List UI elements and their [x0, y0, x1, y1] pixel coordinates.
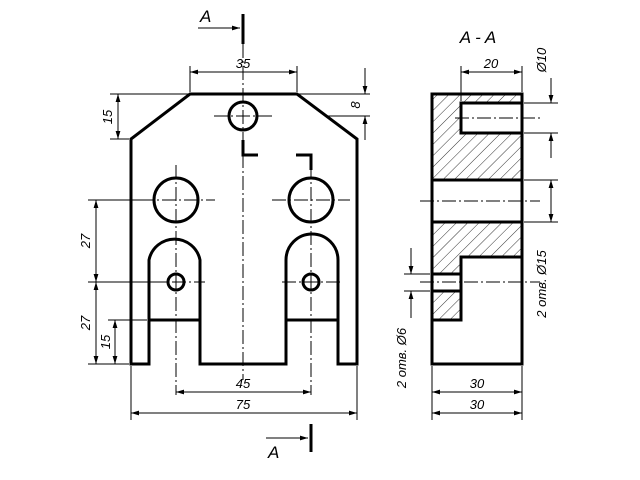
- dim-counterbore-diameter: Ø10: [534, 47, 549, 73]
- dim-width-outer: 30: [470, 397, 485, 412]
- section-cut-stroke-left: [241, 140, 258, 157]
- dim-small-hole-note: 2 отв. Ø6: [394, 327, 409, 389]
- section-bottom-letter: A: [267, 443, 279, 462]
- section-top-letter: A: [199, 7, 211, 26]
- dim-top-width: 35: [236, 56, 251, 71]
- dim-lug-spacing: 27: [78, 315, 93, 331]
- hatch-top: [432, 94, 522, 180]
- dim-chamfer-depth: 8: [348, 101, 363, 109]
- front-view: A A 35 15 8 27 27 15 45: [78, 7, 370, 462]
- front-outline: [129, 92, 359, 366]
- section-title: A - A: [459, 28, 497, 47]
- dim-slot-height: 15: [98, 334, 113, 349]
- section-view: A - A 20 Ø10 2 отв. Ø15: [394, 28, 558, 420]
- right-small-hole: [301, 272, 321, 292]
- hatch-bottom-lug: [432, 291, 461, 320]
- dim-counterbore-depth: 20: [483, 56, 499, 71]
- dim-through-hole-note: 2 отв. Ø15: [534, 249, 549, 318]
- dim-lug-horizontal: 45: [236, 376, 251, 391]
- dim-overall-width: 75: [236, 397, 251, 412]
- lug-step: [432, 255, 522, 322]
- section-cut-stroke-right: [296, 153, 313, 170]
- dim-hole-spacing: 27: [78, 233, 93, 249]
- hatch-middle: [432, 222, 522, 274]
- dim-width-inner: 30: [470, 376, 485, 391]
- dim-chamfer-height: 15: [100, 109, 115, 124]
